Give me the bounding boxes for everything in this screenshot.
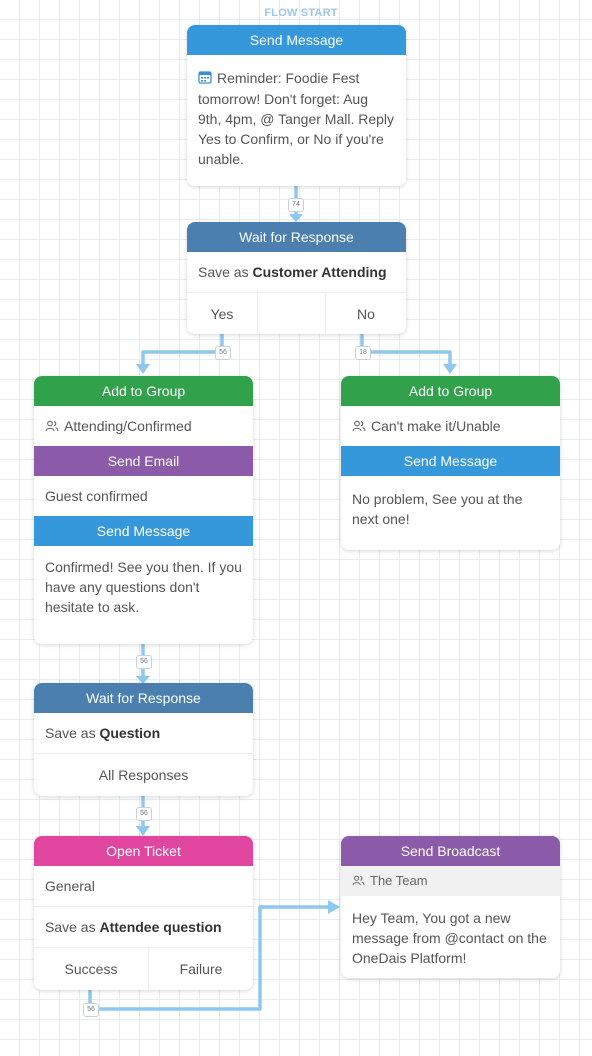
wait-for-response-node[interactable]: Wait for Response Save as Customer Atten… [187, 222, 406, 334]
send-message-title: Send Message [341, 446, 560, 476]
arrowhead-3 [136, 676, 150, 684]
message-text: Reminder: Foodie Fest tomorrow! Don't fo… [198, 70, 395, 168]
save-as-row: Save as Customer Attending [187, 252, 406, 293]
attending-branch-node[interactable]: Add to Group Attending/Confirmed Send Em… [34, 376, 253, 644]
count-badge: 56 [136, 655, 152, 669]
connector-no [360, 334, 452, 366]
group-icon [45, 407, 59, 447]
send-broadcast-node[interactable]: Send Broadcast The Team Hey Team, You go… [341, 836, 560, 978]
connector-6 [88, 905, 330, 1011]
group-icon [352, 407, 366, 447]
group-row: Attending/Confirmed [34, 406, 253, 446]
save-as-row: Save as Question [34, 713, 253, 754]
option-yes[interactable]: Yes [187, 293, 258, 334]
message-text: Confirmed! See you then. If you have any… [45, 559, 242, 615]
group-row: Can't make it/Unable [341, 406, 560, 446]
email-text: Guest confirmed [45, 488, 148, 504]
response-options: Yes No [187, 293, 406, 334]
node-title: Send Message [187, 25, 406, 55]
count-badge: 56 [136, 807, 152, 821]
all-responses-option[interactable]: All Responses [98, 767, 189, 783]
node-title: Wait for Response [187, 222, 406, 252]
arrowhead-1 [289, 214, 303, 222]
outcome-failure[interactable]: Failure [179, 961, 223, 977]
ticket-outcomes: Success Failure [34, 948, 253, 990]
group-name: Can't make it/Unable [371, 418, 501, 434]
save-as-prefix: Save as [45, 919, 100, 935]
arrowhead-no [443, 364, 457, 374]
broadcast-group-name: The Team [370, 873, 428, 888]
node-title: Send Broadcast [341, 836, 560, 866]
save-as-prefix: Save as [198, 264, 253, 280]
count-badge-no: 18 [355, 346, 371, 360]
calendar-icon [198, 69, 212, 89]
send-email-title: Send Email [34, 446, 253, 476]
wait-for-response-node-2[interactable]: Wait for Response Save as Question All R… [34, 683, 253, 796]
save-as-prefix: Save as [45, 725, 100, 741]
message-body: Reminder: Foodie Fest tomorrow! Don't fo… [187, 55, 406, 180]
group-name: Attending/Confirmed [64, 418, 192, 434]
node-title: Wait for Response [34, 683, 253, 713]
message-text: No problem, See you at the next one! [352, 491, 523, 527]
flow-start-label: FLOW START [264, 7, 338, 19]
outcome-success[interactable]: Success [34, 948, 149, 990]
broadcast-text: Hey Team, You got a new message from @co… [352, 910, 547, 966]
send-message-node[interactable]: Send Message Reminder: Foodie Fest tomor… [187, 25, 406, 186]
save-as-variable: Attendee question [99, 919, 222, 935]
connector-yes [141, 334, 224, 366]
unable-branch-node[interactable]: Add to Group Can't make it/Unable Send M… [341, 376, 560, 550]
add-to-group-title: Add to Group [34, 376, 253, 406]
node-title: Open Ticket [34, 836, 253, 866]
group-icon [352, 867, 365, 897]
count-badge: 74 [288, 198, 304, 212]
broadcast-group-row: The Team [341, 866, 560, 896]
arrowhead-yes [136, 364, 150, 374]
save-as-variable: Question [99, 725, 161, 741]
option-no[interactable]: No [357, 306, 375, 322]
arrowhead-5 [136, 826, 150, 836]
add-to-group-title: Add to Group [341, 376, 560, 406]
arrowhead-6 [328, 900, 340, 914]
save-as-variable: Customer Attending [252, 264, 387, 280]
send-message-title: Send Message [34, 516, 253, 546]
open-ticket-node[interactable]: Open Ticket General Save as Attendee que… [34, 836, 253, 990]
count-badge-yes: 56 [215, 346, 231, 360]
option-spacer [258, 293, 326, 334]
ticket-queue: General [34, 866, 253, 907]
count-badge: 56 [83, 1003, 99, 1017]
save-as-row: Save as Attendee question [34, 907, 253, 948]
